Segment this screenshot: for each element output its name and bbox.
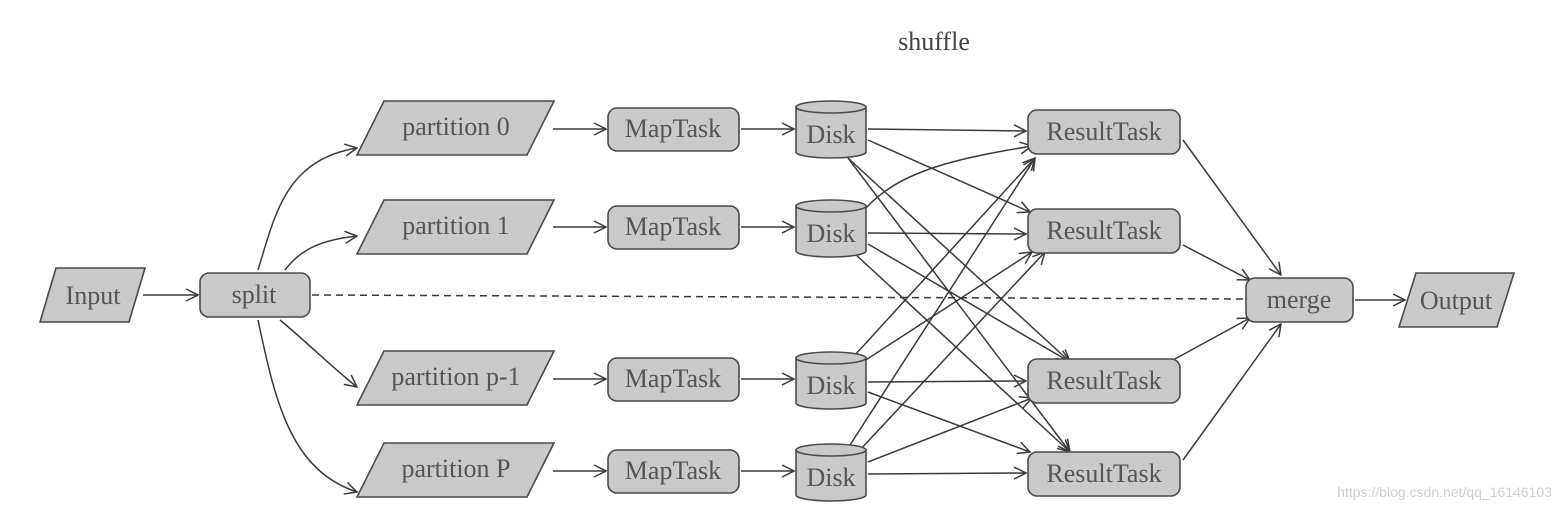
edge-diskp1-rt2 (867, 381, 1026, 382)
output-node: Output (1397, 272, 1516, 328)
maptask-label-p-1: MapTask (625, 364, 721, 393)
disk-label-p: Disk (806, 463, 855, 492)
split-label: split (232, 280, 278, 309)
resulttask-label-2: ResultTask (1046, 366, 1161, 395)
edge-diskp1-rt0 (854, 158, 1035, 356)
edge-diskp1-rt3 (867, 391, 1030, 452)
disk-node-p-1: Disk (795, 351, 867, 410)
resulttask-node-2: ResultTask (1027, 358, 1181, 404)
disk-label-1: Disk (806, 219, 855, 248)
watermark-text: https://blog.csdn.net/qq_16146103 (1337, 484, 1552, 500)
edge-disk0-rt0 (867, 129, 1026, 131)
edge-disk1-rt1 (867, 233, 1026, 234)
resulttask-node-0: ResultTask (1027, 109, 1181, 155)
input-node: Input (38, 267, 147, 323)
input-label: Input (66, 281, 122, 310)
resulttask-label-0: ResultTask (1046, 117, 1161, 146)
edge-split-partition-p (257, 319, 357, 492)
edge-diskP-rt0 (849, 158, 1035, 446)
edge-split-partition-0 (257, 148, 357, 271)
partition-node-1: partition 1 (355, 199, 556, 255)
edge-split-partition-1 (284, 236, 357, 271)
partition-node-p-1: partition p-1 (355, 350, 556, 406)
edge-rt1-merge (1182, 244, 1250, 280)
partition-node-0: partition 0 (355, 100, 556, 156)
disk-node-1: Disk (795, 199, 867, 258)
maptask-node-0: MapTask (607, 107, 740, 152)
split-node: split (199, 272, 311, 318)
merge-label: merge (1267, 285, 1332, 314)
partition-label-p-1: partition p-1 (391, 362, 520, 391)
edge-split-partition-p-1 (279, 319, 357, 387)
edge-disk1-rt2 (867, 243, 1070, 362)
maptask-node-p: MapTask (607, 449, 740, 494)
edge-diskP-rt3 (867, 473, 1026, 474)
maptask-label-1: MapTask (625, 212, 721, 241)
maptask-node-p-1: MapTask (607, 357, 740, 402)
edge-split-merge-dashed (311, 294, 1246, 300)
diagram-title: shuffle (898, 27, 970, 56)
partition-node-p: partition P (355, 442, 556, 498)
partition-label-p: partition P (401, 454, 510, 483)
maptask-node-1: MapTask (607, 205, 740, 250)
edge-disk0-rt1 (867, 139, 1030, 212)
edges (143, 129, 1405, 492)
edge-rt3-merge (1182, 324, 1281, 461)
edge-diskP-rt1 (857, 252, 1045, 453)
partition-label-0: partition 0 (402, 112, 510, 141)
edge-diskP-rt2 (867, 398, 1032, 463)
edge-disk1-rt3 (854, 253, 1070, 452)
resulttask-node-1: ResultTask (1027, 208, 1181, 254)
maptask-label-p: MapTask (625, 456, 721, 485)
resulttask-label-1: ResultTask (1046, 216, 1161, 245)
edge-disk0-rt3 (847, 157, 1070, 452)
resulttask-node-3: ResultTask (1027, 451, 1181, 497)
disk-node-0: Disk (795, 100, 867, 159)
partition-label-1: partition 1 (402, 211, 510, 240)
edge-disk1-rt0 (865, 146, 1032, 209)
maptask-label-0: MapTask (625, 114, 721, 143)
disk-node-p: Disk (795, 443, 867, 502)
resulttask-label-3: ResultTask (1046, 459, 1161, 488)
disk-label-p-1: Disk (806, 371, 855, 400)
merge-node: merge (1245, 277, 1354, 323)
edge-rt0-merge (1182, 139, 1281, 275)
edge-rt2-merge (1172, 318, 1250, 361)
edge-diskp1-rt1 (857, 252, 1032, 366)
disk-label-0: Disk (806, 120, 855, 149)
output-label: Output (1420, 286, 1493, 315)
